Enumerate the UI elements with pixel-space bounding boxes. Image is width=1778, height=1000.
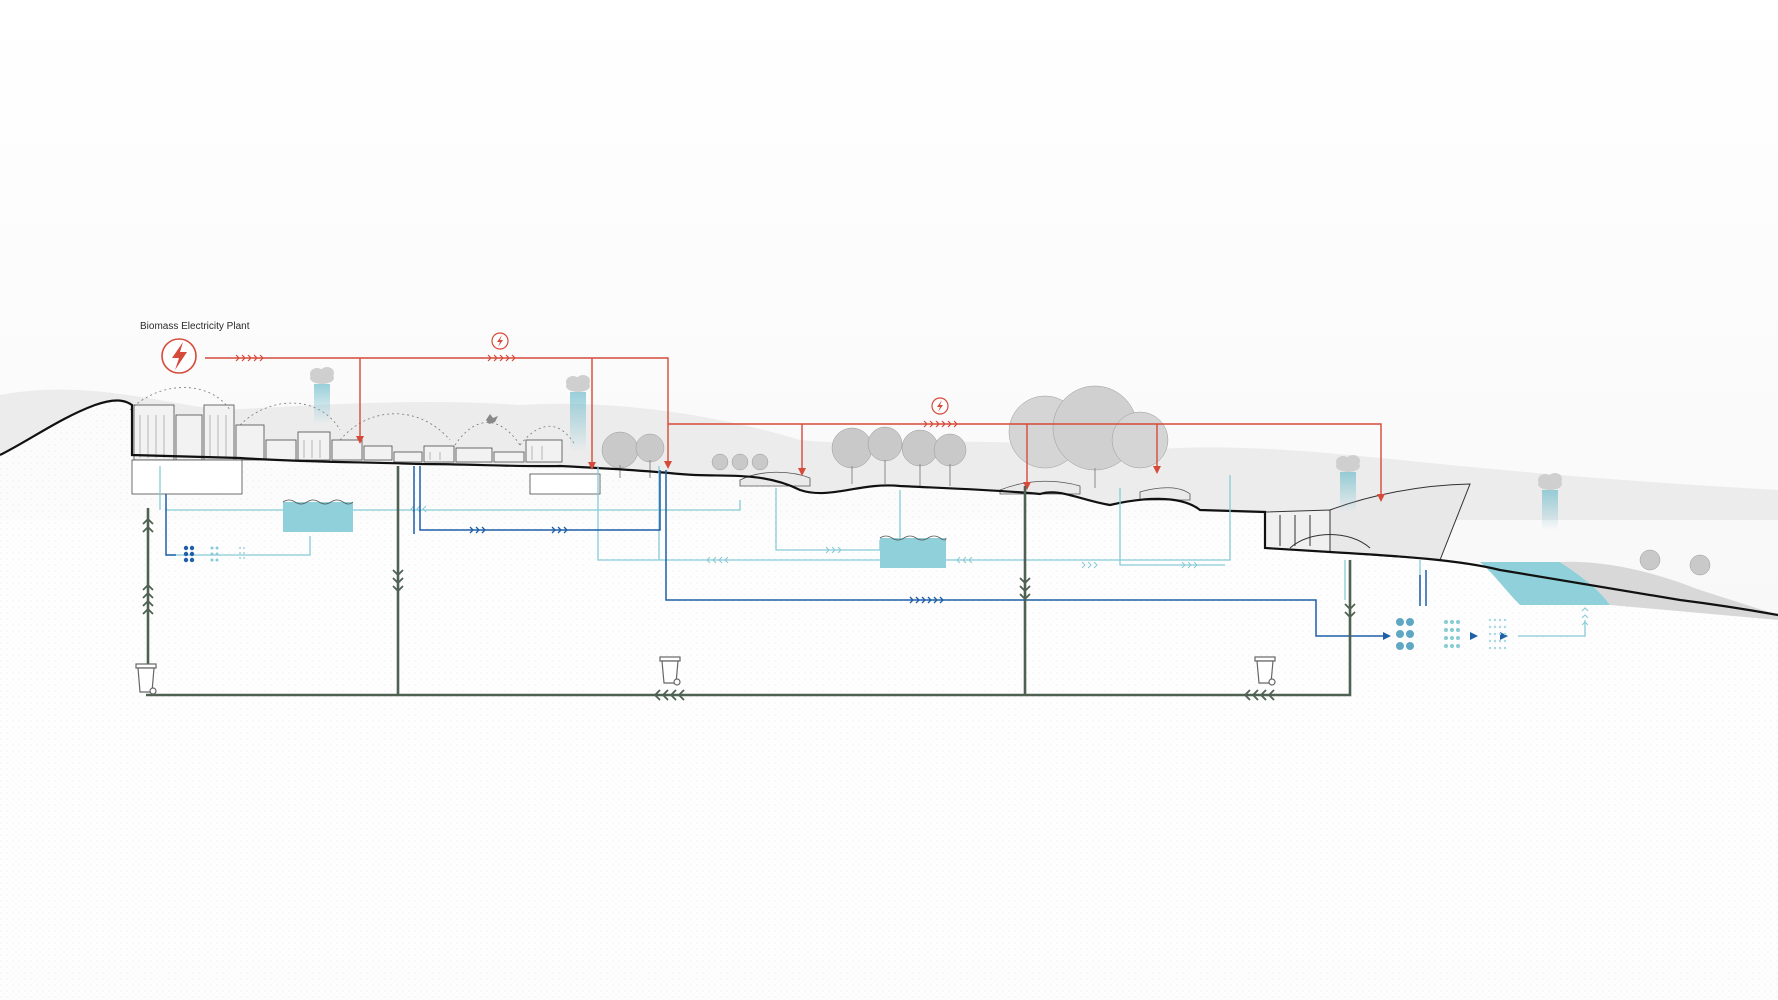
power-icon-top [491,332,509,350]
wastewater-network [165,466,1427,637]
rain-cloud-icon [310,367,1562,530]
greywater-chevrons [410,505,1589,626]
wastewater-chevrons [469,526,944,604]
power-icon-mid [931,397,949,415]
electricity-arrowheads [356,436,1385,502]
tree-trunks [619,460,1096,488]
water-tank-icon [282,499,947,568]
bird-icon [486,414,498,424]
electricity-network [205,357,1382,498]
right-pavilion-building [1264,483,1471,561]
plant-label: Biomass Electricity Plant [140,321,250,332]
lightning-bolt-icon [161,338,197,374]
city-buildings [131,404,601,495]
electricity-flow-chevrons [235,354,958,428]
wastewater-arrowheads [1383,632,1508,640]
park-pavilions [739,471,1191,501]
ground-surface-line [0,399,1778,617]
waste-bin-icon [135,656,1276,695]
park-trees [601,385,1711,576]
waste-chevrons [142,517,1356,701]
ground-section-fill [0,400,1778,1000]
building-window-lines [139,415,543,460]
water-filter-dots-icon [183,545,1507,650]
